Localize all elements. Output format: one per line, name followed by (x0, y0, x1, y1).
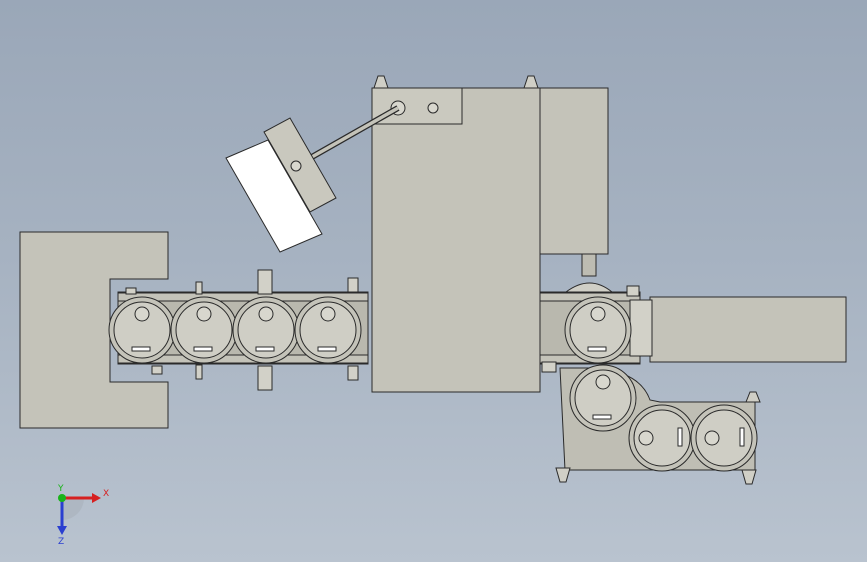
container (564, 296, 632, 364)
y-axis-label: Y (57, 484, 64, 494)
container (232, 296, 300, 364)
container (690, 404, 758, 472)
head-pivot (290, 160, 302, 172)
guide-posts (125, 269, 640, 391)
label-head (225, 117, 337, 253)
axis-triad: X Y Z (57, 484, 109, 547)
outfeed-block (649, 296, 847, 363)
y-axis-marker (58, 494, 66, 502)
container (628, 404, 696, 472)
bolt-hole (427, 102, 439, 114)
side-cabinet (539, 87, 609, 255)
main-housing (371, 87, 541, 393)
infeed-block (19, 231, 169, 429)
x-axis-label: X (103, 489, 109, 499)
top-plate (371, 87, 463, 125)
cabinet-bracket (564, 282, 614, 293)
mount-ears (373, 75, 761, 485)
container (108, 296, 176, 364)
z-axis-label: Z (58, 537, 64, 547)
container (294, 296, 362, 364)
cabinet-mount (581, 253, 597, 277)
label-panel (225, 139, 323, 253)
container (569, 364, 637, 432)
container (170, 296, 238, 364)
